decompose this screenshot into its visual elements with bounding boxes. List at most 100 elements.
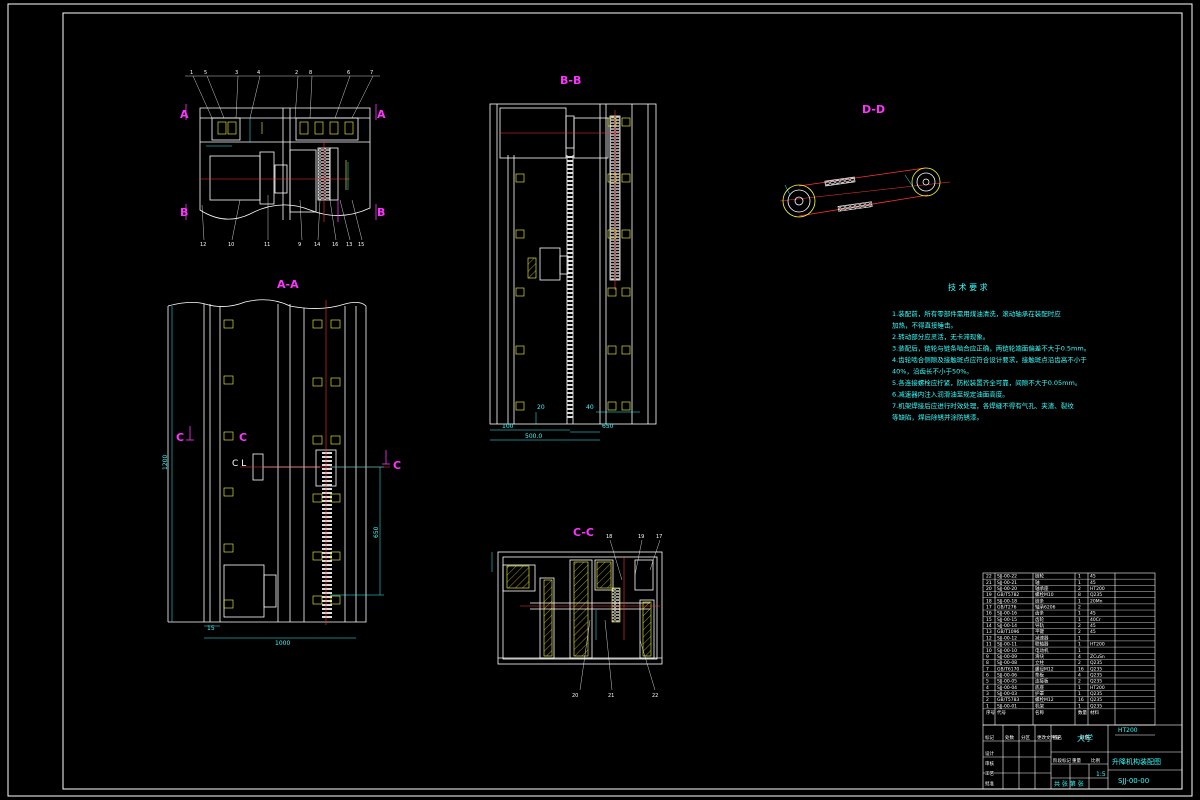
drawing-title: 升降机构装配图 (1112, 757, 1161, 766)
aa-dim-height: 1200 (162, 455, 169, 470)
bolt-marker (515, 229, 525, 239)
parts-cell: 9 (986, 654, 989, 660)
parts-cell: 滑块 (1035, 653, 1044, 660)
parts-cell: Q235 (1090, 592, 1102, 598)
bb-dim-bottom-mid: 500.0 (525, 433, 542, 440)
tech-requirement-line: 2.转动部分应灵活，无卡滞现象。 (892, 332, 989, 341)
parts-cell: SJJ-00-09 (997, 654, 1017, 660)
balloon-number: 1 (190, 70, 193, 76)
parts-cell: 2 (1078, 623, 1081, 629)
bolt-marker (312, 319, 323, 329)
tech-requirement-line: 40%，沿齿长不小于50%。 (892, 367, 973, 376)
balloon-number: 20 (572, 693, 578, 699)
bolt-marker (223, 431, 234, 441)
stage-labels: 阶段标记重量比例 (1053, 757, 1100, 764)
section-a-right-label: A (377, 108, 386, 121)
tech-requirement-line: 6.减速器内注入润滑油至规定油面高度。 (892, 390, 1009, 399)
balloon-number: 16 (332, 242, 338, 248)
parts-cell: SJJ-00-15 (997, 617, 1017, 623)
tech-requirement-line: 7.机架焊接后应进行时效处理，各焊缝不得有气孔、夹渣、裂纹 (892, 401, 1074, 410)
bolt-marker (223, 319, 234, 329)
parts-cell: 22 (986, 574, 992, 580)
parts-cell: 20Mn (1090, 598, 1103, 604)
balloon-number: 2 (295, 70, 298, 76)
parts-cell: 10 (986, 648, 992, 654)
tech-requirement-line: 加热，不得直接锤击。 (892, 321, 957, 330)
bolt-marker (330, 377, 341, 387)
sign-label: 标记 (985, 734, 994, 741)
bb-dim-right: 650 (602, 423, 614, 430)
parts-cell: SJJ-00-04 (997, 685, 1017, 691)
tech-requirements-lines: 1.装配前，所有零部件需用煤油清洗，滚动轴承在装配时应 加热，不得直接锤击。2.… (892, 309, 1090, 422)
parts-cell: 1 (1078, 580, 1081, 586)
parts-cell: 轴承6206 (1035, 604, 1056, 611)
bolt-marker (607, 345, 617, 355)
parts-cell: 1 (1078, 642, 1081, 648)
parts-cell: GB/T5782 (997, 592, 1019, 598)
parts-cell: Q235 (1090, 672, 1102, 678)
sign-label: 更改文件号 (1037, 734, 1060, 741)
parts-cell: 11 (986, 642, 992, 648)
parts-cell: SJJ-00-14 (997, 623, 1017, 629)
section-b-left-label: B (180, 206, 188, 219)
parts-cell: 1 (1078, 611, 1081, 617)
parts-cell: HT200 (1090, 642, 1105, 648)
bolt-marker (515, 345, 525, 355)
parts-cell: SJJ-00-08 (997, 660, 1017, 666)
design-label: 审核 (985, 760, 994, 767)
aa-dim-side: 650 (373, 526, 380, 538)
aa-dim-width: 1000 (275, 640, 290, 647)
bolt-marker (330, 319, 341, 329)
parts-cell: 齿轮 (1035, 616, 1044, 623)
parts-cell: 6 (986, 672, 989, 678)
parts-cell: 1 (1078, 703, 1081, 709)
parts-cell: 8 (1078, 592, 1081, 598)
sign-label: 分区 (1021, 734, 1030, 741)
parts-header-cell: 材料 (1090, 709, 1099, 716)
title-block (982, 572, 1183, 790)
parts-cell: 16 (986, 611, 992, 617)
parts-cell: SJJ-00-18 (997, 598, 1017, 604)
balloon-number: 14 (314, 242, 320, 248)
parts-cell: 立柱 (1035, 659, 1044, 666)
aa-c-left: C (176, 431, 184, 444)
aa-dim-small: 15 (207, 625, 215, 632)
balloon-number: 22 (652, 693, 658, 699)
balloon-number: 12 (200, 242, 206, 248)
parts-cell: 1 (1078, 617, 1081, 623)
parts-cell: 1 (986, 703, 989, 709)
balloon-number: 13 (346, 242, 352, 248)
parts-cell: Q235 (1090, 660, 1102, 666)
parts-cell: 1 (1078, 598, 1081, 604)
tech-requirement-line: 等缺陷，焊后除锈并涂防锈漆。 (892, 413, 983, 422)
bolt-marker (621, 117, 631, 127)
tech-requirement-line: 3.装配后，链轮与链条啮合应正确，两链轮端面偏差不大于0.5mm。 (892, 344, 1090, 353)
drawing-number: SJJ-00-00 (1118, 777, 1149, 785)
parts-cell: 护罩 (1035, 690, 1044, 697)
parts-header-cell: 名称 (1035, 709, 1044, 716)
bolt-marker (515, 287, 525, 297)
parts-cell: 19 (986, 592, 992, 598)
parts-cell: Q235 (1090, 703, 1102, 709)
parts-cell: SJJ-00-10 (997, 648, 1017, 654)
tech-requirement-line: 5.各连接螺栓应拧紧，防松装置齐全可靠，间隙不大于0.05mm。 (892, 378, 1081, 387)
bb-dim-left: 20 (537, 404, 545, 411)
parts-cell: SJJ-00-01 (997, 703, 1017, 709)
design-label: 设计 (985, 750, 994, 757)
parts-cell: 连接板 (1035, 678, 1049, 685)
parts-cell: GB/T1096 (997, 629, 1019, 635)
parts-cell: 电动机 (1035, 647, 1049, 654)
parts-cell: SJJ-00-05 (997, 679, 1017, 685)
balloon-number: 19 (638, 534, 644, 540)
aa-centerline-label: C L (232, 459, 246, 469)
revision-sign-labels: 标记处数分区更改文件号签名日期 (985, 734, 1089, 741)
bolt-marker (607, 229, 617, 239)
bolt-marker (312, 435, 323, 445)
bolt-marker (330, 595, 341, 605)
balloon-number: 4 (257, 70, 260, 76)
parts-cell: 8 (986, 660, 989, 666)
parts-cell: 1 (1078, 648, 1081, 654)
